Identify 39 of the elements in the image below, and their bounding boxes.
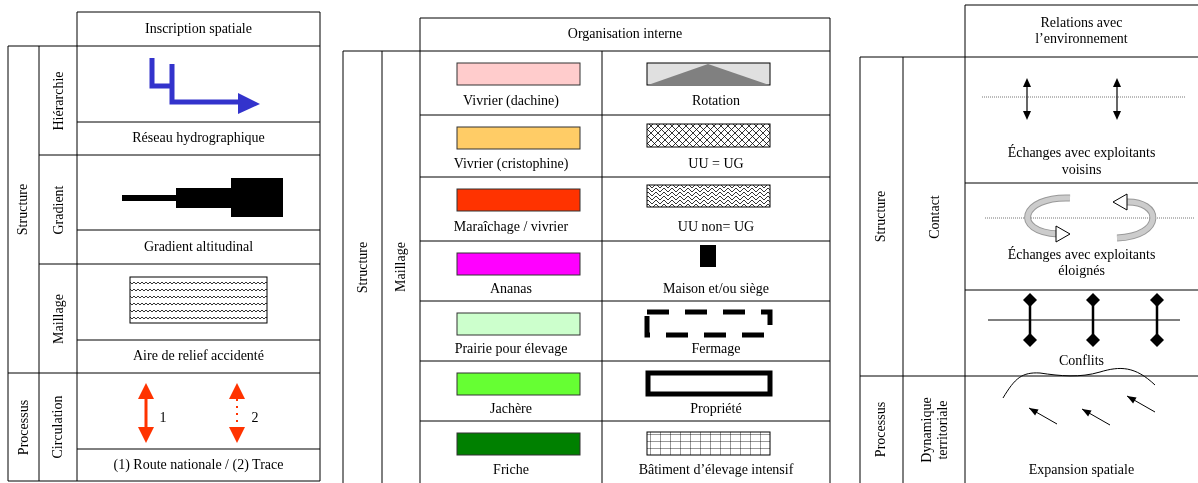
- legend-text: Vivrier (dachine): [462, 91, 560, 110]
- legend-text: Vivrier (cristophine): [452, 154, 570, 173]
- legend-text: UU non= UG: [676, 217, 756, 236]
- legend-text: (1) Route nationale / (2) Trace: [112, 455, 285, 474]
- row-heading: Structure: [14, 182, 32, 238]
- row-heading: Maillage: [391, 241, 409, 294]
- legend-text: Rotation: [690, 91, 742, 110]
- legend-text: Prairie pour élevage: [453, 339, 569, 358]
- legend-text: Aire de relief accidenté: [132, 347, 265, 366]
- legend-text: UU = UG: [687, 154, 745, 173]
- row-heading: Dynamique territoriale: [916, 395, 950, 465]
- legend-text: Expansion spatiale: [1027, 461, 1136, 480]
- row-heading: Circulation: [48, 394, 66, 461]
- row-heading: Contact: [924, 193, 942, 241]
- column-heading: Relations avec l’environnement: [1034, 13, 1129, 48]
- row-heading: Hiérarchie: [48, 69, 66, 133]
- row-heading: Maillage: [48, 292, 67, 346]
- legend-text: Friche: [492, 460, 530, 479]
- row-heading: Structure: [872, 189, 890, 245]
- legend-text: Échanges avec exploitants voisins: [1006, 143, 1157, 179]
- legend-text: Ananas: [489, 279, 533, 298]
- legend-text: Propriété: [689, 399, 743, 418]
- column-heading: Inscription spatiale: [144, 19, 253, 38]
- legend-text: Bâtiment d’élevage intensif: [637, 460, 795, 479]
- callout-number: 1: [158, 408, 168, 427]
- legend-text: Fermage: [690, 339, 742, 358]
- legend-text: Maison et/ou siège: [662, 279, 770, 298]
- legend-text: Réseau hydrographique: [131, 129, 266, 148]
- legend-text: Maraîchage / vivrier: [452, 217, 570, 236]
- legend-text: Jachère: [489, 399, 533, 418]
- row-heading: Processus: [872, 400, 890, 460]
- row-heading: Processus: [14, 398, 32, 457]
- row-heading: Structure: [353, 240, 371, 295]
- callout-number: 2: [250, 408, 260, 427]
- legend-text: Conflits: [1057, 351, 1106, 370]
- row-heading: Gradient: [48, 184, 66, 236]
- legend-text: Échanges avec exploitants éloignés: [1006, 245, 1157, 280]
- legend-text: Gradient altitudinal: [142, 237, 255, 256]
- column-heading: Organisation interne: [566, 25, 684, 44]
